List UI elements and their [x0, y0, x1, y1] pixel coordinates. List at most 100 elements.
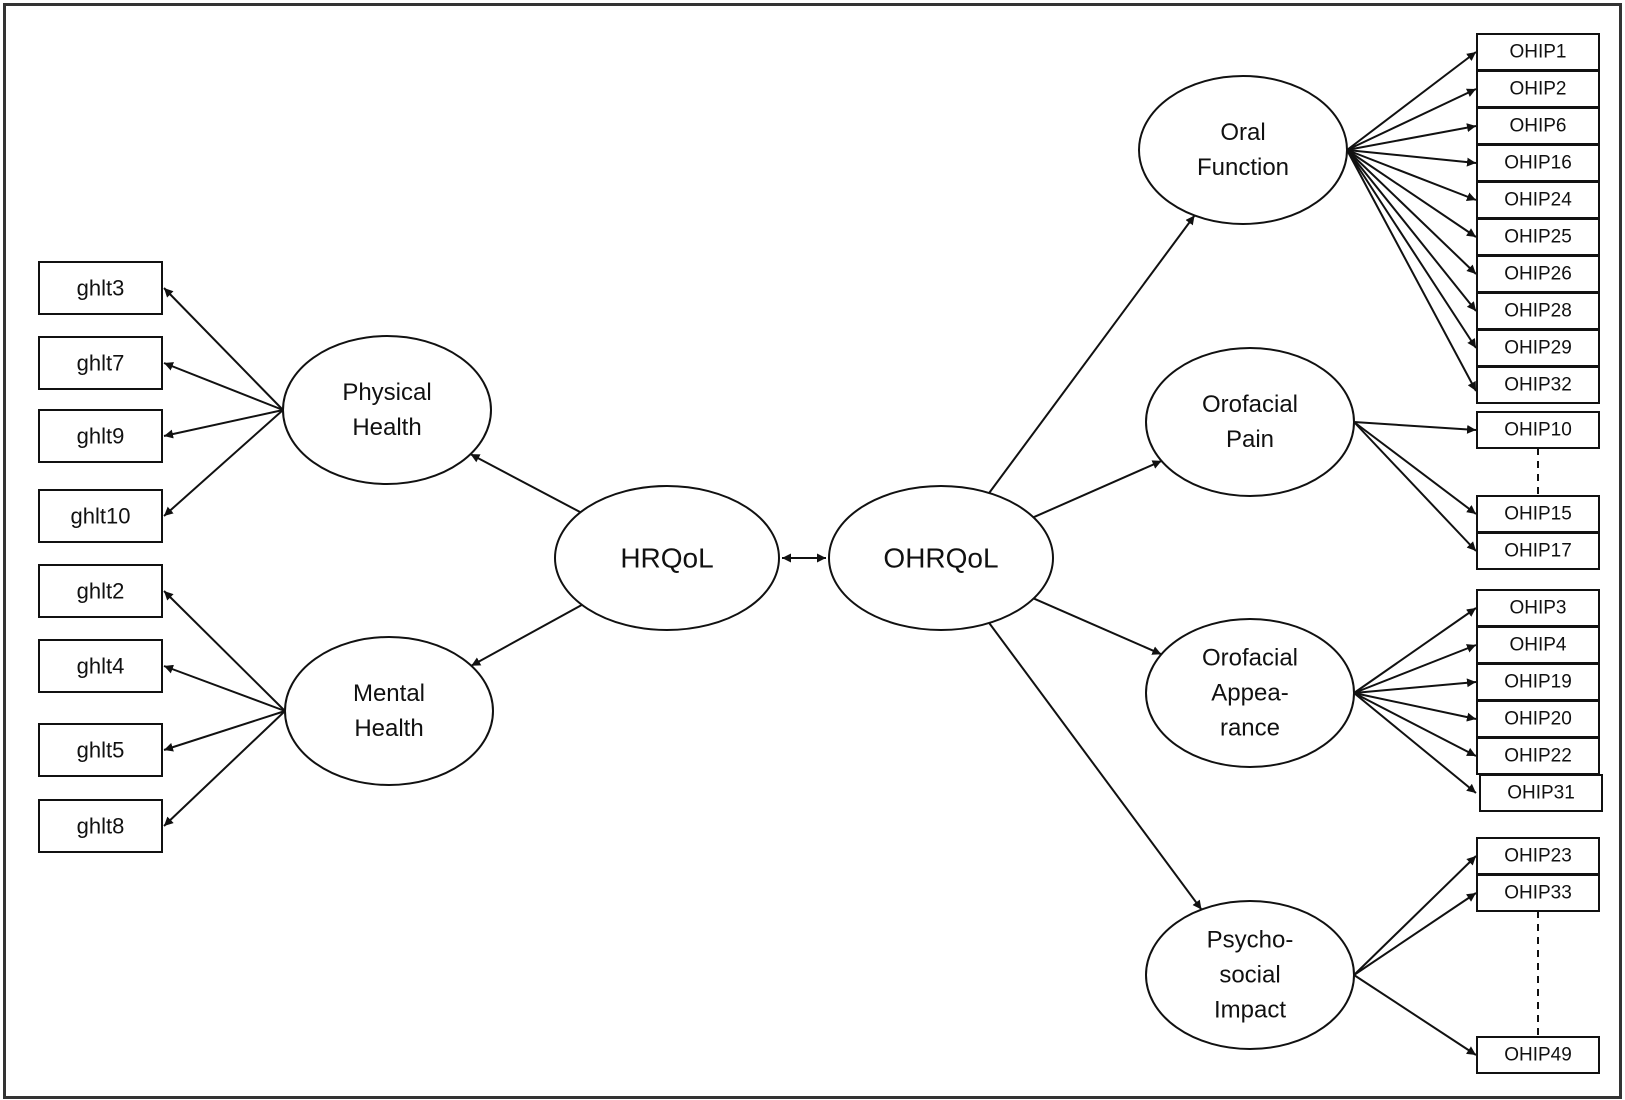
hrqol-to-physical-arrow [470, 453, 581, 514]
ohip-loading-arrow [1353, 421, 1477, 515]
ohrqol-to-orofacial-pain-arrow [1033, 460, 1162, 519]
indicator-node-ohip20: OHIP20 [1476, 700, 1600, 738]
indicator-box [1476, 33, 1600, 71]
indicator-box [38, 336, 163, 390]
indicator-box [38, 261, 163, 315]
ohip-loading-arrow [1353, 974, 1477, 1056]
indicator-label: OHIP49 [1504, 1045, 1572, 1066]
oral-function-ellipse [1138, 75, 1348, 225]
ohip-loading-arrow [1346, 149, 1477, 167]
ohip-loading-arrow [1346, 149, 1477, 349]
indicator-label: OHIP26 [1504, 264, 1572, 285]
indicator-box [38, 639, 163, 693]
ohip-loading-arrow [1353, 892, 1477, 976]
ohip-loading-arrow [1353, 421, 1477, 552]
ohip-loading-arrow [1346, 123, 1477, 151]
ohip-loading-arrow [1353, 607, 1477, 694]
indicator-box [1476, 532, 1600, 570]
indicator-node-ohip31: OHIP31 [1479, 774, 1603, 812]
orofacial-appearance-label: Orofacial [1202, 645, 1298, 672]
indicator-box [38, 799, 163, 853]
indicator-box [1476, 181, 1600, 219]
indicator-node-ohip17: OHIP17 [1476, 532, 1600, 570]
indicator-box [1476, 663, 1600, 701]
indicator-node-ohip2: OHIP2 [1476, 70, 1600, 108]
indicator-node-ghlt9: ghlt9 [38, 409, 163, 463]
indicator-label: ghlt5 [77, 738, 125, 763]
indicator-box [1476, 218, 1600, 256]
ohrqol-label: OHRQoL [883, 543, 998, 574]
indicator-box [38, 723, 163, 777]
ohrqol-to-oral-function-arrow [988, 214, 1196, 494]
indicator-label: ghlt4 [77, 654, 125, 679]
ohip-loading-arrow [1346, 88, 1477, 151]
orofacial-pain-label: Pain [1226, 426, 1274, 453]
ghlt-loading-arrow [163, 590, 286, 712]
indicator-label: OHIP22 [1504, 746, 1572, 767]
psychosocial-impact-label: Psycho- [1207, 927, 1294, 954]
indicator-label: OHIP32 [1504, 375, 1572, 396]
ohip-loading-arrow [1346, 149, 1477, 238]
indicator-node-ohip3: OHIP3 [1476, 589, 1600, 627]
indicator-node-ghlt4: ghlt4 [38, 639, 163, 693]
indicator-box [1476, 874, 1600, 912]
indicator-box [1476, 411, 1600, 449]
indicator-box [1476, 589, 1600, 627]
indicator-label: OHIP31 [1507, 783, 1575, 804]
indicator-label: OHIP24 [1504, 190, 1572, 211]
hrqol-label: HRQoL [620, 543, 713, 574]
indicator-box [1476, 1036, 1600, 1074]
indicator-node-ohip24: OHIP24 [1476, 181, 1600, 219]
ohip-loading-arrow [1346, 149, 1477, 275]
indicator-node-ohip15: OHIP15 [1476, 495, 1600, 533]
indicator-node-ghlt7: ghlt7 [38, 336, 163, 390]
indicator-label: ghlt2 [77, 579, 125, 604]
indicator-box [1476, 107, 1600, 145]
indicator-box [1476, 495, 1600, 533]
indicator-node-ohip10: OHIP10 [1476, 411, 1600, 449]
indicator-box [1476, 366, 1600, 404]
ghlt-loading-arrow [163, 664, 286, 712]
indicator-label: ghlt9 [77, 424, 125, 449]
indicator-label: OHIP17 [1504, 541, 1572, 562]
diagram-frame [3, 3, 1622, 1099]
indicator-label: ghlt7 [77, 351, 125, 376]
indicator-box [1476, 837, 1600, 875]
indicator-label: OHIP2 [1509, 79, 1566, 100]
indicator-label: OHIP1 [1509, 42, 1566, 63]
orofacial-pain-ellipse [1145, 347, 1355, 497]
indicator-box [38, 409, 163, 463]
indicator-box [38, 489, 163, 543]
indicator-node-ohip32: OHIP32 [1476, 366, 1600, 404]
indicator-label: OHIP33 [1504, 883, 1572, 904]
physical-label: Physical [342, 379, 431, 406]
indicator-node-ohip33: OHIP33 [1476, 874, 1600, 912]
ohrqol-to-psychosocial-impact-arrow [988, 622, 1203, 911]
indicator-node-ghlt8: ghlt8 [38, 799, 163, 853]
ghlt-loading-arrow [163, 409, 284, 517]
hrqol-ellipse [554, 485, 780, 631]
orofacial-appearance-label: rance [1220, 714, 1280, 741]
indicator-node-ohip6: OHIP6 [1476, 107, 1600, 145]
indicator-label: ghlt3 [77, 276, 125, 301]
indicator-node-ghlt5: ghlt5 [38, 723, 163, 777]
ghlt-loading-arrow [163, 710, 286, 827]
indicator-label: OHIP19 [1504, 672, 1572, 693]
ohip-loading-arrow [1353, 855, 1477, 976]
ohip-loading-arrow [1346, 149, 1477, 392]
physical-label: Health [352, 414, 421, 441]
ghlt-loading-arrow [163, 362, 284, 411]
ohip-loading-arrow [1353, 678, 1477, 694]
indicator-box [38, 564, 163, 618]
indicator-node-ohip1: OHIP1 [1476, 33, 1600, 71]
indicator-box [1476, 626, 1600, 664]
ohip-loading-arrow [1353, 421, 1477, 434]
indicator-node-ohip49: OHIP49 [1476, 1036, 1600, 1074]
hrqol-to-mental-arrow [470, 603, 583, 667]
indicator-label: OHIP3 [1509, 598, 1566, 619]
indicator-node-ohip19: OHIP19 [1476, 663, 1600, 701]
orofacial-pain-label: Orofacial [1202, 391, 1298, 418]
